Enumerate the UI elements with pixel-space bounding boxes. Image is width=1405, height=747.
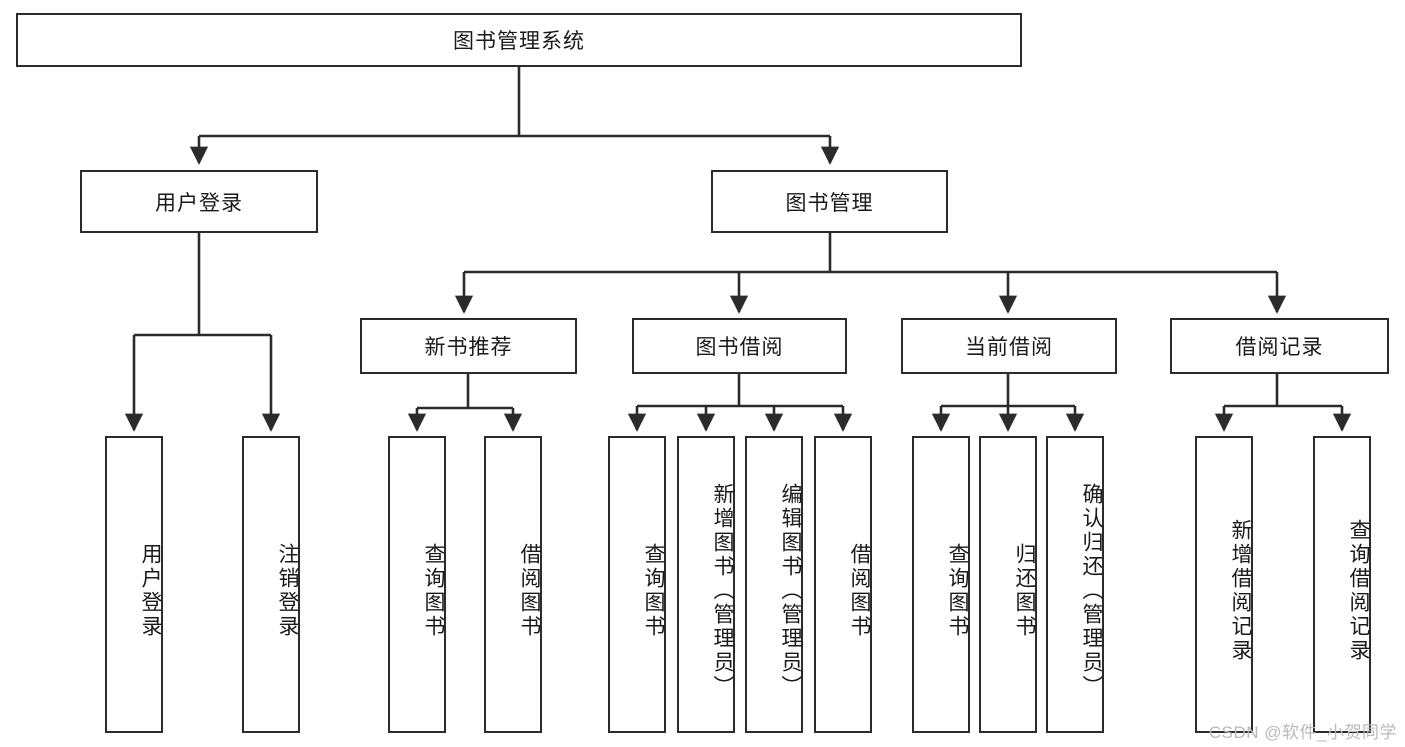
leaf-return-book[interactable]: 归还图书 — [979, 436, 1037, 733]
leaf-confirm-return-admin[interactable]: 确认归还（管理员） — [1046, 436, 1104, 733]
leaf-logout[interactable]: 注销登录 — [242, 436, 300, 733]
node-label: 借阅记录 — [1235, 336, 1324, 359]
leaf-query-book-recommend[interactable]: 查询图书 — [388, 436, 446, 733]
node-label: 查询借阅记录 — [1347, 518, 1370, 663]
node-label: 新增借阅记录 — [1229, 518, 1252, 663]
node-label: 查询图书 — [422, 542, 445, 639]
csdn-watermark: CSDN @软件_小贺同学 — [1208, 723, 1397, 742]
node-label: 编辑图书（管理员） — [779, 482, 802, 699]
node-current-borrow[interactable]: 当前借阅 — [901, 318, 1117, 374]
node-label: 当前借阅 — [965, 336, 1053, 359]
node-user-login[interactable]: 用户登录 — [80, 170, 318, 233]
node-book-management[interactable]: 图书管理 — [711, 170, 948, 233]
node-label: 图书借阅 — [695, 336, 784, 359]
node-label: 用户登录 — [139, 542, 162, 639]
node-label: 图书管理系统 — [453, 30, 585, 53]
node-new-book-recommend[interactable]: 新书推荐 — [360, 318, 577, 374]
leaf-edit-book-admin[interactable]: 编辑图书（管理员） — [745, 436, 803, 733]
node-label: 新增图书（管理员） — [711, 482, 734, 699]
leaf-borrow-book[interactable]: 借阅图书 — [814, 436, 872, 733]
node-label: 查询图书 — [642, 542, 665, 639]
node-label: 查询图书 — [946, 542, 969, 639]
leaf-query-book-borrow[interactable]: 查询图书 — [608, 436, 666, 733]
node-book-borrow[interactable]: 图书借阅 — [632, 318, 847, 374]
node-label: 归还图书 — [1013, 542, 1036, 639]
node-root-system[interactable]: 图书管理系统 — [16, 13, 1022, 67]
leaf-add-book-admin[interactable]: 新增图书（管理员） — [677, 436, 735, 733]
node-label: 图书管理 — [785, 191, 874, 215]
leaf-add-borrow-record[interactable]: 新增借阅记录 — [1195, 436, 1253, 733]
node-borrow-records[interactable]: 借阅记录 — [1170, 318, 1389, 374]
node-label: 用户登录 — [155, 191, 243, 215]
leaf-borrow-book-recommend[interactable]: 借阅图书 — [484, 436, 542, 733]
node-label: 注销登录 — [276, 542, 299, 639]
leaf-query-borrow-record[interactable]: 查询借阅记录 — [1313, 436, 1371, 733]
node-label: 借阅图书 — [848, 542, 871, 639]
leaf-user-login[interactable]: 用户登录 — [105, 436, 163, 733]
leaf-query-book-current[interactable]: 查询图书 — [912, 436, 970, 733]
node-label: 新书推荐 — [424, 336, 513, 359]
node-label: 确认归还（管理员） — [1080, 482, 1103, 699]
node-label: 借阅图书 — [518, 542, 541, 639]
